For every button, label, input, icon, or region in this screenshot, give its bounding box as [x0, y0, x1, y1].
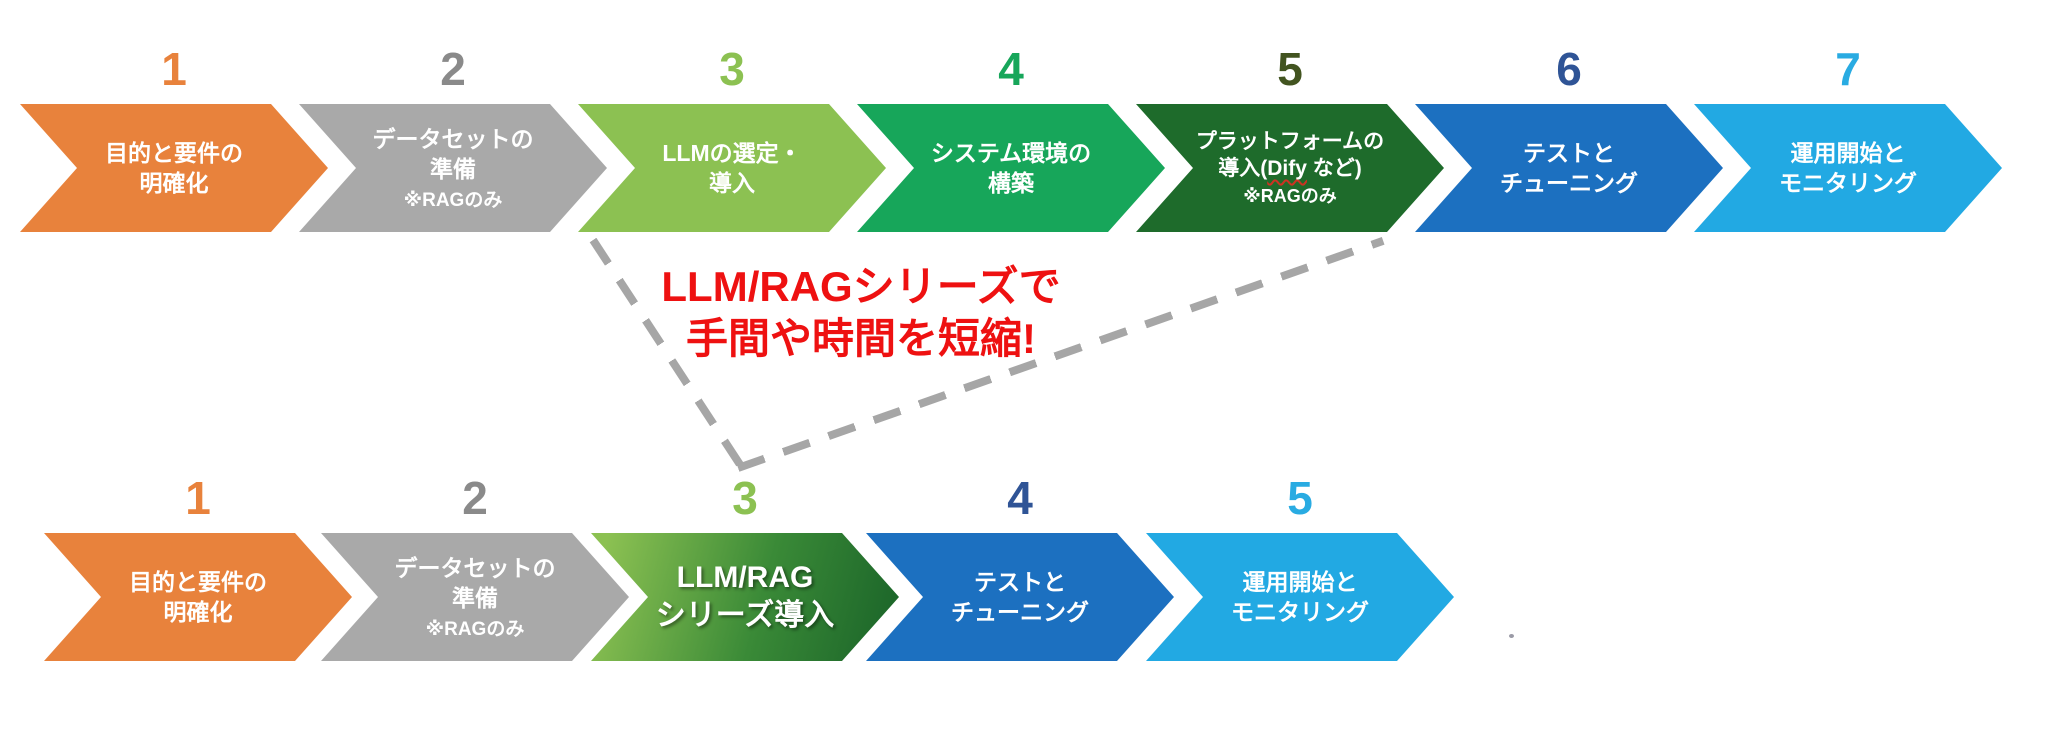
bottom-step-3: 3 LLM/RAG シリーズ導入 — [591, 467, 899, 661]
step-number: 1 — [161, 43, 187, 95]
chevron-arrow: 目的と要件の 明確化 — [44, 533, 352, 661]
step-number: 6 — [1556, 43, 1582, 95]
step-label: データセットの — [372, 125, 534, 152]
top-step-7: 7 運用開始と モニタリング — [1694, 38, 2002, 232]
step-label: 構築 — [988, 170, 1034, 196]
chevron-arrow: データセットの 準備 ※RAGのみ — [321, 533, 629, 661]
step-label: 準備 — [430, 155, 476, 182]
step-label-part: 導入( — [1218, 157, 1268, 180]
callout-text: LLM/RAGシリーズで 手間や時間を短縮! — [561, 261, 1161, 365]
chevron-arrow: テストと チューニング — [1415, 104, 1723, 232]
step-label: システム環境の — [930, 140, 1092, 166]
bottom-step-2: 2 データセットの 準備 ※RAGのみ — [321, 467, 629, 661]
chevron-arrow: 運用開始と モニタリング — [1146, 533, 1454, 661]
top-step-4: 4 システム環境の 構築 — [857, 38, 1165, 232]
step-label: 目的と要件の — [105, 140, 243, 166]
step-note: ※RAGのみ — [1243, 186, 1337, 206]
callout-line: 手間や時間を短縮! — [686, 315, 1036, 362]
chevron-arrow: LLMの選定・ 導入 — [578, 104, 886, 232]
step-label: プラットフォームの — [1195, 130, 1385, 153]
chevron-arrow: システム環境の 構築 — [857, 104, 1165, 232]
step-label: モニタリング — [1231, 599, 1369, 625]
step-label: テストと — [974, 569, 1066, 595]
step-label: チューニング — [1500, 170, 1638, 196]
callout-line: LLM/RAGシリーズで — [661, 263, 1061, 310]
bottom-step-5: 5 運用開始と モニタリング — [1146, 467, 1454, 661]
step-number: 4 — [998, 43, 1024, 95]
dify-brand-text: Dify — [1267, 157, 1307, 180]
step-number: 3 — [719, 43, 745, 95]
step-label: LLM/RAG — [676, 561, 814, 594]
chevron-arrow: テストと チューニング — [866, 533, 1174, 661]
step-note: ※RAGのみ — [425, 618, 525, 640]
top-step-5: 5 プラットフォームの 導入(Dify など) ※RAGのみ — [1136, 38, 1444, 232]
chevron-arrow: 目的と要件の 明確化 — [20, 104, 328, 232]
chevron-arrow: 運用開始と モニタリング — [1694, 104, 2002, 232]
step-label: チューニング — [951, 599, 1089, 625]
step-label: 導入 — [709, 170, 755, 196]
stray-mark — [1509, 634, 1514, 638]
step-label: 運用開始と — [1790, 140, 1906, 166]
top-step-6: 6 テストと チューニング — [1415, 38, 1723, 232]
step-label: 運用開始と — [1242, 569, 1358, 595]
step-note: ※RAGのみ — [403, 189, 503, 211]
chevron-arrow: データセットの 準備 ※RAGのみ — [299, 104, 607, 232]
step-label: 目的と要件の — [129, 569, 267, 595]
chevron-arrow-highlight: LLM/RAG シリーズ導入 — [591, 533, 899, 661]
top-step-3: 3 LLMの選定・ 導入 — [578, 38, 886, 232]
chevron-arrow: プラットフォームの 導入(Dify など) ※RAGのみ — [1136, 104, 1444, 232]
step-number: 4 — [1007, 472, 1033, 524]
bottom-step-4: 4 テストと チューニング — [866, 467, 1174, 661]
step-number: 2 — [440, 43, 466, 95]
top-step-2: 2 データセットの 準備 ※RAGのみ — [299, 38, 607, 232]
step-label: テストと — [1523, 140, 1615, 166]
step-label: LLMの選定・ — [662, 140, 802, 166]
step-number: 1 — [185, 472, 211, 524]
step-label: 明確化 — [163, 599, 233, 625]
step-number: 5 — [1287, 472, 1313, 524]
step-label: 明確化 — [139, 170, 209, 196]
top-step-1: 1 目的と要件の 明確化 — [20, 38, 328, 232]
step-label: モニタリング — [1779, 170, 1917, 196]
step-number: 7 — [1835, 43, 1861, 95]
step-label: 準備 — [452, 584, 498, 611]
bottom-step-1: 1 目的と要件の 明確化 — [44, 467, 352, 661]
step-number: 2 — [462, 472, 488, 524]
step-number: 5 — [1277, 43, 1303, 95]
step-label: シリーズ導入 — [655, 599, 835, 632]
step-label: データセットの — [394, 554, 556, 581]
step-label-part: など) — [1306, 157, 1362, 180]
step-label: 導入(Dify など) — [1218, 155, 1362, 182]
step-number: 3 — [732, 472, 758, 524]
